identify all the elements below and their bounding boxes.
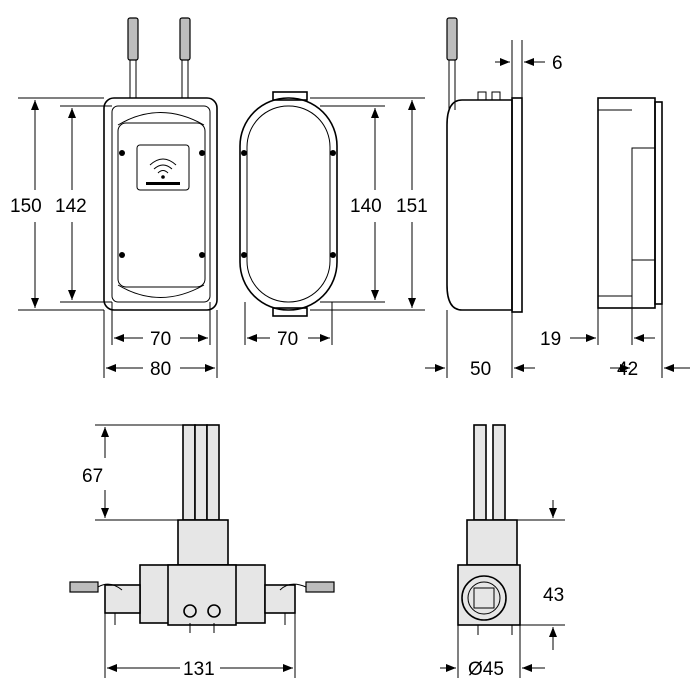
dim-70-frame: 70 [244, 302, 333, 350]
dim-70-front: 70 [111, 302, 211, 350]
dim-label-70: 70 [150, 329, 171, 350]
front-view-box [103, 17, 218, 311]
dim-19: 19 [540, 260, 655, 350]
cable-right [179, 17, 191, 98]
dim-label-151: 151 [396, 196, 428, 217]
dim-label-70-frame: 70 [277, 329, 298, 350]
dim-50: 50 [425, 310, 535, 380]
dim-label-diameter-45: Ø45 [468, 659, 504, 680]
dim-80: 80 [103, 310, 218, 380]
dim-label-150: 150 [10, 196, 42, 217]
frame-view [239, 91, 338, 317]
dim-140: 140 [320, 105, 385, 303]
dim-142: 142 [55, 105, 112, 303]
dim-151: 151 [310, 97, 428, 311]
valve-front-view [69, 424, 335, 633]
label-plate [136, 144, 190, 191]
dim-label-80: 80 [150, 359, 171, 380]
dim-42: 42 [610, 304, 690, 380]
side-view [446, 17, 523, 313]
dim-label-43: 43 [543, 585, 564, 606]
valve-side-view [457, 424, 521, 635]
dim-label-140: 140 [350, 196, 382, 217]
cable-left [127, 17, 139, 98]
dim-150: 150 [10, 97, 104, 311]
wifi-icon [146, 158, 180, 185]
screw-icons [119, 150, 205, 258]
dim-131: 131 [104, 613, 296, 680]
dim-43: 43 [517, 500, 565, 650]
dim-67: 67 [82, 424, 183, 521]
dim-diameter-45: Ø45 [440, 625, 545, 680]
dim-label-50: 50 [470, 359, 491, 380]
dim-label-19: 19 [540, 329, 561, 350]
dim-label-42: 42 [617, 359, 638, 380]
dim-label-142: 142 [55, 196, 87, 217]
dim-label-6: 6 [552, 53, 563, 74]
dim-label-131: 131 [183, 659, 215, 680]
dim-label-67: 67 [82, 466, 103, 487]
rear-view [597, 97, 663, 309]
dim-6: 6 [495, 40, 563, 98]
